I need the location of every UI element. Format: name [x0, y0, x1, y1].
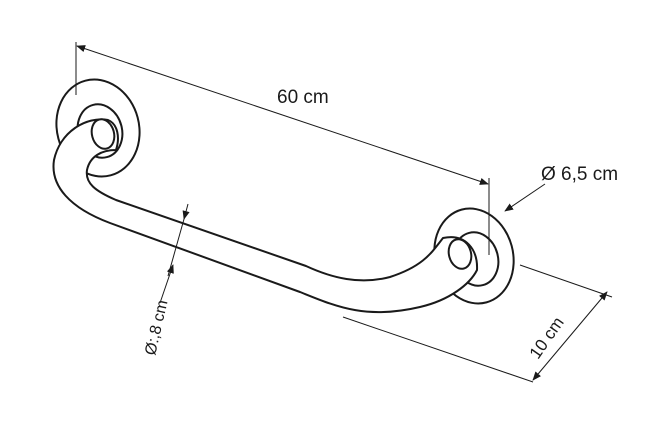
dimension-flange-diameter: Ø 6,5 cm: [504, 164, 618, 212]
flange-diameter-label: Ø 6,5 cm: [541, 164, 618, 185]
tube: [52, 118, 479, 314]
length-label: 60 cm: [277, 87, 329, 108]
projection-label: 10 cm: [526, 313, 568, 362]
right-tube-end: [447, 238, 473, 270]
dimension-length: 60 cm: [75, 42, 490, 255]
tube-diameter-label: Ø:,8 cm: [142, 298, 171, 356]
